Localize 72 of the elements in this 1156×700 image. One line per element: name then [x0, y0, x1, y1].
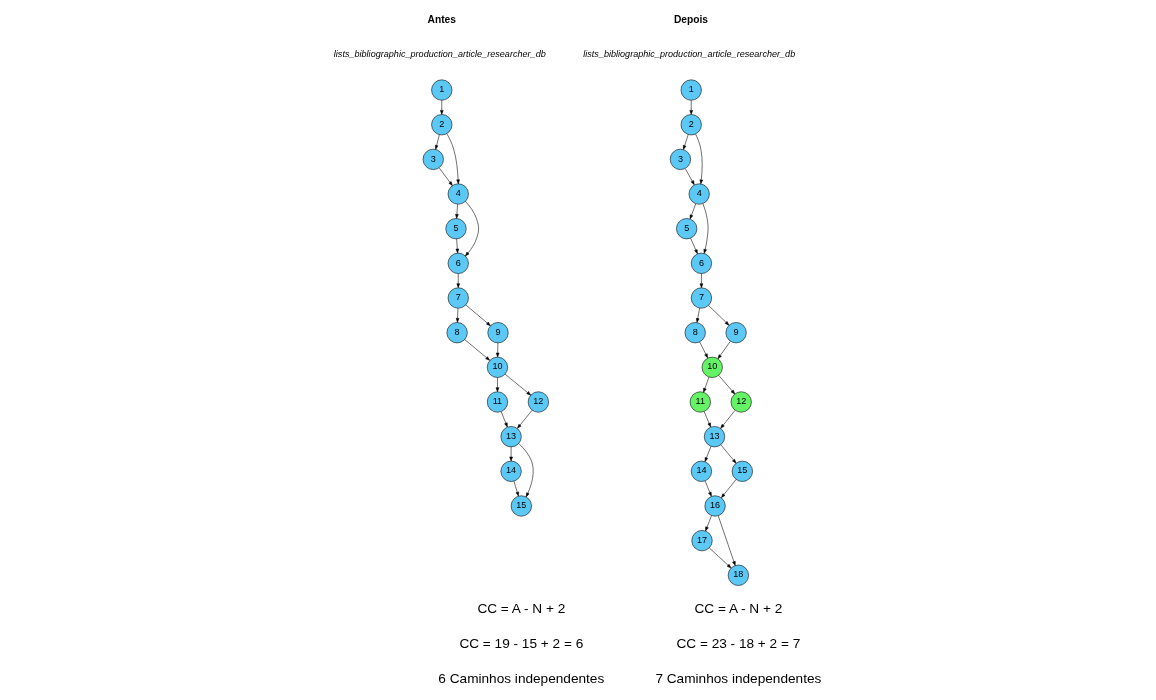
node-circle: 5 — [676, 218, 698, 240]
arrow — [703, 376, 710, 393]
arrow — [504, 373, 531, 396]
node-circle: 1 — [431, 79, 453, 101]
arrow — [455, 238, 459, 254]
node-circle: 15 — [510, 495, 532, 517]
arrow — [689, 100, 693, 115]
node-circle: 4 — [688, 183, 710, 205]
node-circle: 3 — [669, 148, 691, 170]
node-circle: 11 — [689, 391, 711, 413]
label: 7 Caminhos independentes — [655, 670, 822, 686]
arrow — [699, 273, 704, 288]
node-circle: 6 — [690, 252, 712, 274]
arrow — [464, 339, 490, 361]
label: CC = 23 - 18 + 2 = 7 — [676, 636, 801, 652]
arrow — [702, 203, 709, 254]
node-circle: 2 — [680, 114, 702, 136]
node-circle: 14 — [690, 460, 712, 482]
node-circle: 1 — [680, 79, 702, 101]
arrow — [704, 446, 712, 462]
arrow — [440, 100, 444, 115]
label: Depois — [673, 13, 708, 25]
label: 6 Caminhos independentes — [438, 670, 605, 686]
arrow — [465, 304, 491, 326]
arrow — [683, 134, 689, 150]
label: CC = A - N + 2 — [694, 601, 783, 617]
node-circle: 17 — [691, 530, 713, 552]
arrow — [720, 410, 736, 429]
arrow — [438, 167, 453, 186]
arrow — [718, 375, 736, 395]
arrow — [456, 273, 460, 288]
label: lists_bibliographic_production_article_researcher_db — [583, 48, 796, 59]
node-circle: 8 — [446, 322, 468, 344]
arrow — [500, 411, 508, 428]
arrow — [509, 446, 513, 462]
arrow — [709, 547, 732, 569]
arrow — [455, 308, 460, 323]
arrow — [705, 515, 712, 532]
arrow — [721, 479, 737, 498]
label: Antes — [427, 13, 456, 25]
arrow — [720, 444, 737, 464]
arrow — [703, 411, 711, 428]
label: CC = 19 - 15 + 2 = 6 — [459, 636, 584, 652]
node-circle: 7 — [690, 287, 712, 309]
arrow — [465, 201, 479, 257]
arrow — [708, 305, 730, 326]
node-circle: 3 — [422, 148, 444, 170]
arrow — [517, 409, 533, 429]
arrow — [446, 133, 460, 185]
arrow — [496, 342, 500, 358]
arrow — [717, 515, 736, 566]
arrow — [455, 204, 459, 219]
arrow — [435, 134, 440, 150]
node-circle: 7 — [447, 287, 469, 309]
node-circle: 14 — [500, 460, 522, 482]
arrow — [696, 307, 700, 323]
node-circle: 11 — [486, 391, 508, 413]
arrow — [704, 480, 712, 497]
arrow — [689, 203, 697, 220]
arrow — [695, 133, 703, 185]
arrow — [717, 341, 731, 359]
arrow — [513, 480, 519, 497]
arrow — [518, 443, 534, 498]
arrow — [495, 377, 500, 392]
label: lists_bibliographic_production_article_researcher_db — [333, 48, 546, 59]
arrow — [684, 168, 695, 186]
label: CC = A - N + 2 — [477, 601, 566, 617]
node-circle: 2 — [431, 114, 453, 136]
node-circle: 5 — [445, 218, 467, 240]
arrow — [699, 341, 708, 359]
arrow — [690, 237, 698, 255]
node-circle: 8 — [684, 322, 706, 344]
